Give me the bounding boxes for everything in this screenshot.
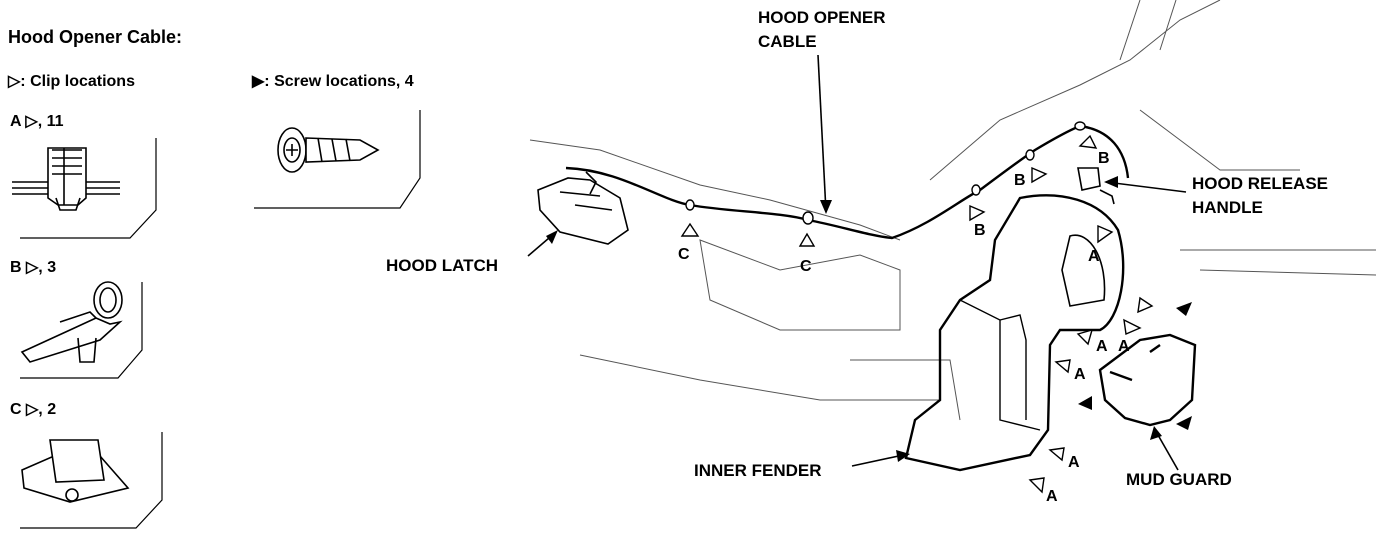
clip-c-illustration	[20, 432, 163, 529]
clip-letter-a: A	[1096, 338, 1108, 355]
page-title: Hood Opener Cable:	[8, 27, 183, 47]
clip-letter-b: B	[1098, 150, 1110, 167]
legend-clip-a: A ▷, 11	[10, 113, 64, 130]
mud-guard-outline	[1098, 333, 1197, 427]
clip-letter-c: C	[800, 258, 812, 275]
legend-clip-locations: ▷: Clip locations	[8, 73, 135, 90]
callout-hood-release-handle-line1: HOOD RELEASE	[1192, 174, 1329, 193]
hood-release-handle	[1077, 167, 1115, 205]
callout-hood-latch: HOOD LATCH	[386, 256, 499, 275]
clip-letter-a: A	[1118, 338, 1130, 355]
inner-fender-outline	[904, 194, 1125, 472]
vehicle-body	[529, 0, 1376, 421]
arrow-heads	[546, 176, 1162, 462]
cable-clips	[685, 121, 1086, 225]
clip-letter-a: A	[1068, 454, 1080, 471]
clip-location-markers	[680, 134, 1154, 494]
hood-latch	[537, 171, 629, 245]
callout-hood-opener-cable-line1: HOOD OPENER	[758, 8, 886, 27]
callout-hood-release-handle-line2: HANDLE	[1192, 198, 1263, 217]
clip-b-illustration	[20, 281, 143, 379]
clip-letter-b: B	[974, 222, 986, 239]
callout-inner-fender: INNER FENDER	[694, 461, 822, 480]
legend-clip-c: C ▷, 2	[10, 401, 57, 418]
clip-letter-a: A	[1088, 248, 1100, 265]
screw-location-markers	[1078, 302, 1192, 430]
legend-clip-b: B ▷, 3	[10, 259, 57, 276]
callout-mud-guard: MUD GUARD	[1126, 470, 1232, 489]
clip-letter-a: A	[1074, 366, 1086, 383]
clip-letter-c: C	[678, 246, 690, 263]
legend-screw-locations: ▶: Screw locations, 4	[252, 73, 414, 90]
clip-a-illustration	[12, 138, 157, 239]
callout-hood-opener-cable-line2: CABLE	[758, 32, 817, 51]
screw-illustration	[254, 110, 421, 209]
clip-letter-b: B	[1014, 172, 1026, 189]
clip-letter-a: A	[1046, 488, 1058, 505]
